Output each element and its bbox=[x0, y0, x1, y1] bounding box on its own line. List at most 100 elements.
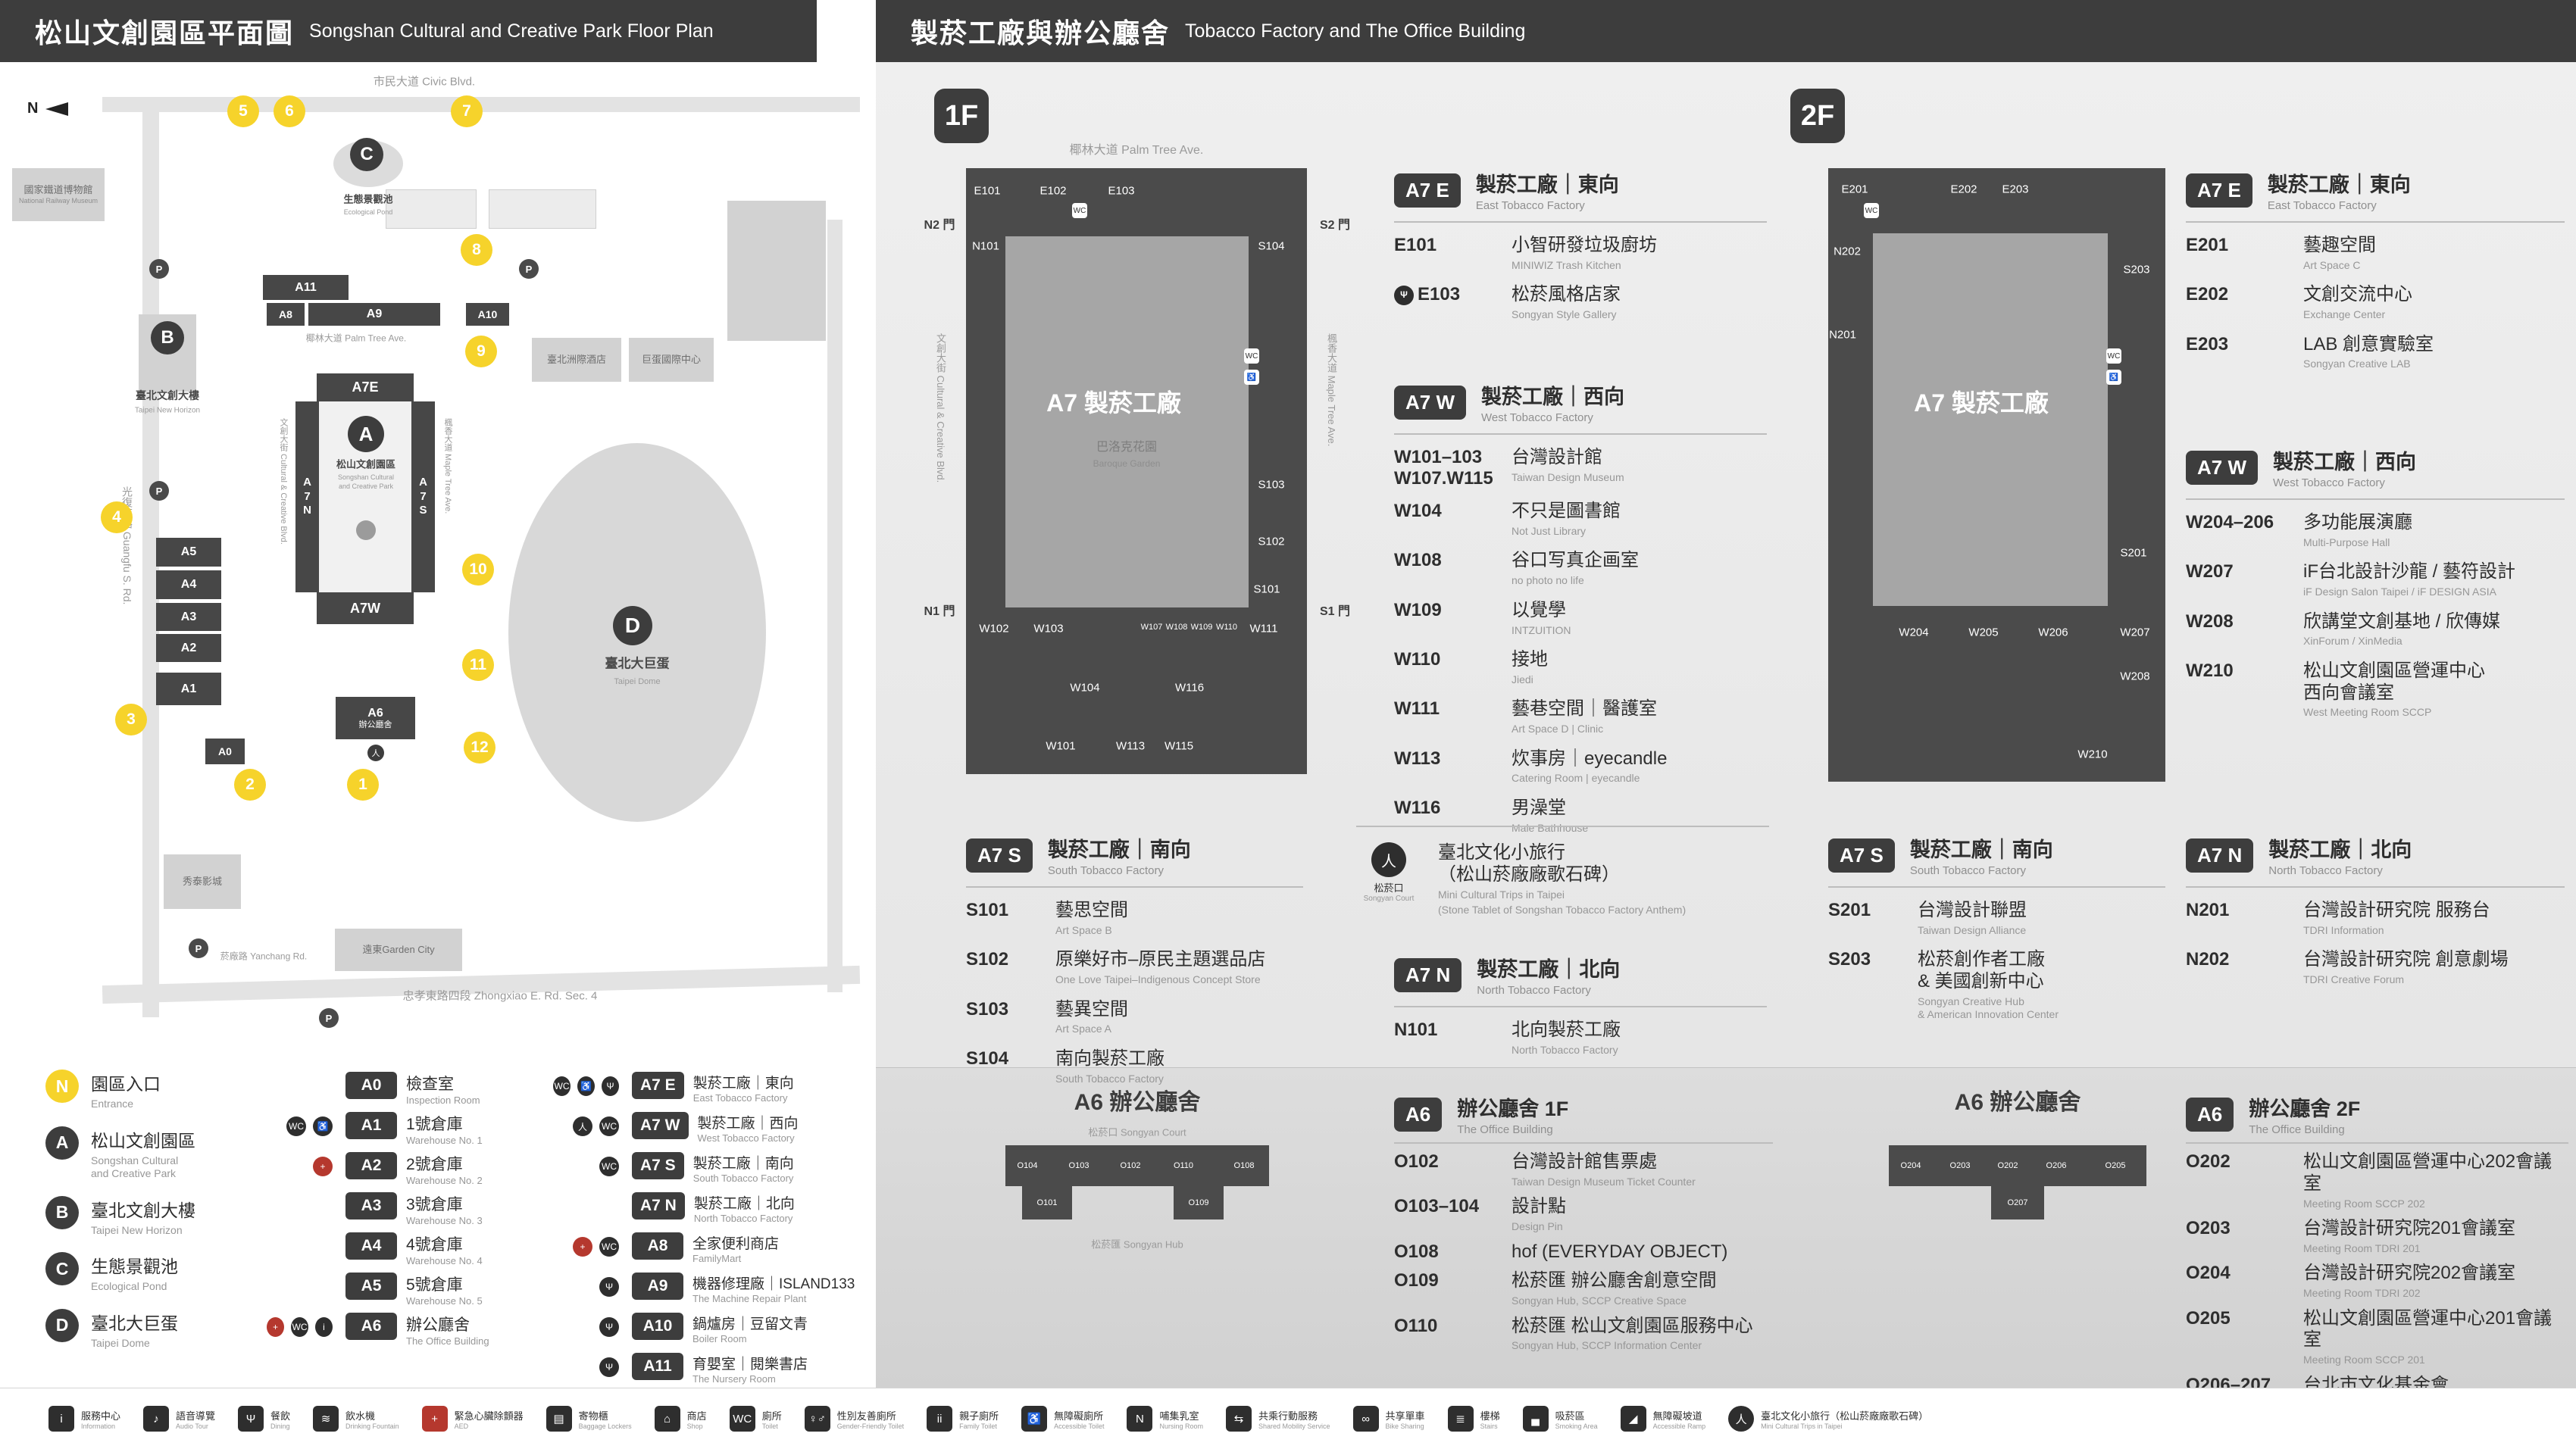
building-name-en: Warehouse No. 1 bbox=[406, 1135, 483, 1146]
entrance-4: 4 bbox=[101, 501, 133, 533]
building-name-zh: 製菸工廠｜西向 bbox=[697, 1116, 799, 1132]
facility-name-en: AED bbox=[454, 1422, 469, 1430]
parking-icon: P bbox=[189, 938, 208, 958]
entrance-10: 10 bbox=[462, 554, 494, 586]
audio-tour-icon: ♪ bbox=[143, 1406, 170, 1432]
a6-2f-title: A6 辦公廳舍 bbox=[1954, 1090, 2081, 1115]
section-songyan-court: 人 松菸口 Songyan Court 臺北文化小旅行 （松山菸廠廠歌石碑） M… bbox=[1356, 826, 1769, 917]
hotel-block: 臺北洲際酒店 bbox=[532, 338, 621, 382]
room-label: N201 bbox=[1829, 328, 1856, 342]
room-name-en: MINIWIZ Trash Kitchen bbox=[1512, 258, 1621, 271]
marker-N-circle: N bbox=[45, 1070, 79, 1103]
building-a11: A11 bbox=[263, 275, 349, 300]
building-name-en: The Office Building bbox=[406, 1335, 489, 1347]
shop-icon: ⌂ bbox=[654, 1406, 680, 1432]
north-indicator: N bbox=[27, 100, 69, 117]
building-a5: A5 bbox=[156, 538, 221, 567]
facility-name-zh: 語音導覽 bbox=[176, 1410, 216, 1422]
building-name-en: Warehouse No. 3 bbox=[406, 1215, 483, 1226]
building-name-zh: 1號倉庫 bbox=[406, 1116, 463, 1133]
room-name-zh: 谷口写真企画室 bbox=[1512, 550, 1639, 571]
room-label: W204 bbox=[1899, 626, 1929, 639]
room-label: O203 bbox=[1949, 1161, 1971, 1170]
room-label: O108 bbox=[1233, 1161, 1255, 1170]
building-badge: A6 bbox=[345, 1313, 397, 1340]
marker-name-zh: 生態景觀池 bbox=[91, 1257, 178, 1276]
restroom-icon: WC bbox=[1864, 203, 1879, 218]
marker-a-circle: A bbox=[348, 416, 384, 452]
facility-name-zh: 哺集乳室 bbox=[1159, 1410, 1199, 1422]
building-name-en: Boiler Room bbox=[692, 1333, 747, 1344]
room-label: S104 bbox=[1258, 239, 1285, 253]
room-code: S104 bbox=[966, 1048, 1009, 1069]
facility-name-en: Mini Cultural Trips in Taipei bbox=[1761, 1422, 1843, 1430]
floor-1f-badge: 1F bbox=[934, 89, 989, 143]
room-name-en: North Tobacco Factory bbox=[1512, 1043, 1618, 1056]
room-label: O109 bbox=[1188, 1198, 1209, 1207]
room-name-en: Art Space A bbox=[1055, 1023, 1111, 1035]
entrance-6: 6 bbox=[274, 95, 305, 127]
building-a9: A9 bbox=[308, 303, 440, 326]
facility-name-en: Smoking Area bbox=[1555, 1422, 1598, 1430]
room-name-zh: 北向製菸工廠 bbox=[1512, 1020, 1621, 1040]
room-name-zh: 台灣設計館 bbox=[1512, 447, 1602, 467]
building-name-zh: 製菸工廠｜北向 bbox=[693, 1196, 795, 1212]
room-label: W205 bbox=[1968, 626, 1999, 639]
aed-icon: + bbox=[313, 1157, 333, 1176]
room-name-en: Multi-Purpose Hall bbox=[2303, 536, 2390, 548]
building-icons bbox=[267, 1072, 336, 1076]
facility-name-zh: 廁所 bbox=[761, 1410, 782, 1422]
songyan-feature-zh: 臺北文化小旅行 bbox=[1438, 842, 1565, 863]
room-code: W108 bbox=[1394, 550, 1442, 571]
building-badge: A5 bbox=[345, 1273, 397, 1300]
facility-name-zh: 共乘行動服務 bbox=[1258, 1410, 1318, 1422]
building-name-en: Warehouse No. 4 bbox=[406, 1255, 483, 1266]
building-name-zh: 檢查室 bbox=[406, 1076, 454, 1093]
room-code: W109 bbox=[1394, 599, 1442, 620]
entrance-7: 7 bbox=[451, 95, 483, 127]
facility-name-en: Information bbox=[81, 1422, 116, 1430]
north-label: N bbox=[27, 100, 39, 117]
building-badge: A7 N bbox=[632, 1192, 685, 1219]
facility-name-en: Audio Tour bbox=[176, 1422, 208, 1430]
songyan-court-icon: 人 bbox=[367, 745, 384, 761]
room-name-zh: 文創交流中心 bbox=[2303, 284, 2412, 305]
room-label: S203 bbox=[2123, 263, 2150, 276]
room-code: S201 bbox=[1828, 900, 1871, 920]
building-badge: A4 bbox=[345, 1232, 397, 1260]
marker-B-circle: B bbox=[45, 1195, 79, 1229]
entrance-9: 9 bbox=[465, 336, 497, 367]
building-name-en: West Tobacco Factory bbox=[697, 1132, 795, 1144]
room-name-zh: 台灣設計研究院201會議室 bbox=[2303, 1218, 2516, 1239]
room-name-zh: 松山文創園區營運中心202會議室 bbox=[2303, 1151, 2553, 1194]
north-arrow-icon bbox=[45, 101, 69, 116]
building-badge: A2 bbox=[345, 1152, 397, 1179]
restroom-icon: WC bbox=[2106, 348, 2121, 364]
room-code: S203 bbox=[1828, 949, 1871, 970]
drinking-fountain-icon: ≋ bbox=[313, 1406, 339, 1432]
plan-a7-2f bbox=[1828, 168, 2165, 782]
facility-item: 人 臺北文化小旅行（松山菸廠廠歌石碑）Mini Cultural Trips i… bbox=[1728, 1406, 1928, 1432]
marker-c-circle: C bbox=[350, 138, 383, 171]
room-code: W207 bbox=[2186, 561, 2234, 582]
stairs-icon: ≣ bbox=[1447, 1406, 1474, 1432]
